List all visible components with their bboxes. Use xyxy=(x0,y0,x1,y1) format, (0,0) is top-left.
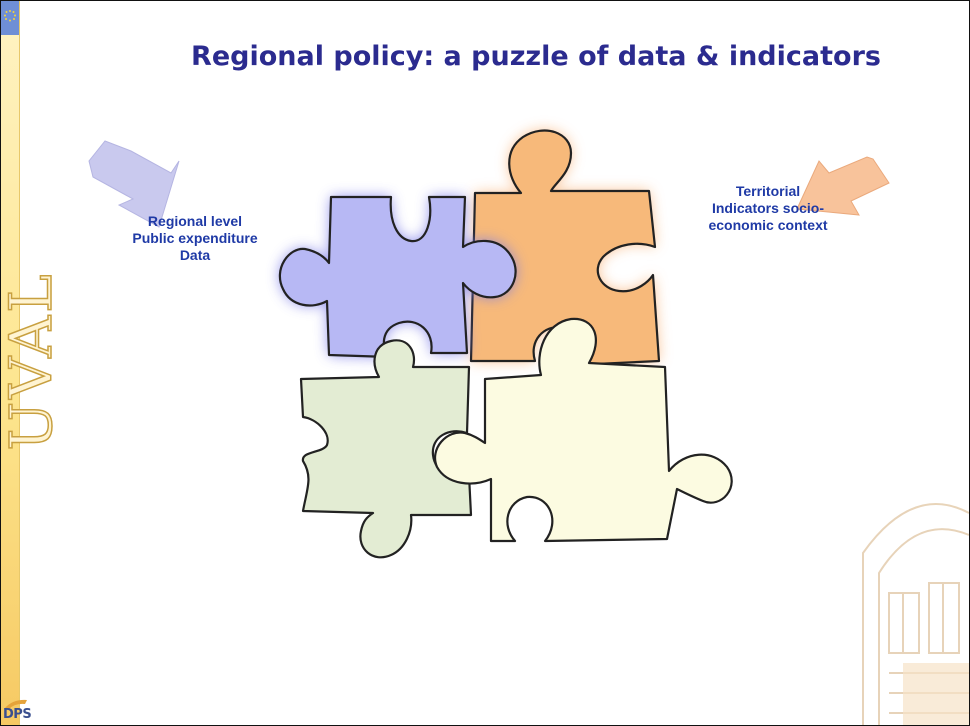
right-label: Territorial Indicators socio- economic c… xyxy=(708,183,828,233)
arrow-down-left-icon xyxy=(796,156,890,216)
puzzle-piece-blue xyxy=(278,195,517,359)
puzzle-piece-yellow xyxy=(434,317,733,543)
eu-flag-icon xyxy=(1,1,19,35)
arrow-down-right-icon xyxy=(88,140,180,228)
building-watermark-icon xyxy=(862,503,969,725)
left-label: Regional level Public expenditure Data xyxy=(132,213,258,263)
side-band xyxy=(1,1,20,725)
slide-title: Regional policy: a puzzle of data & indi… xyxy=(191,41,881,72)
dps-logo-text: DPS xyxy=(3,707,32,722)
puzzle-piece-green xyxy=(299,339,473,559)
dps-logo-icon xyxy=(3,695,37,725)
